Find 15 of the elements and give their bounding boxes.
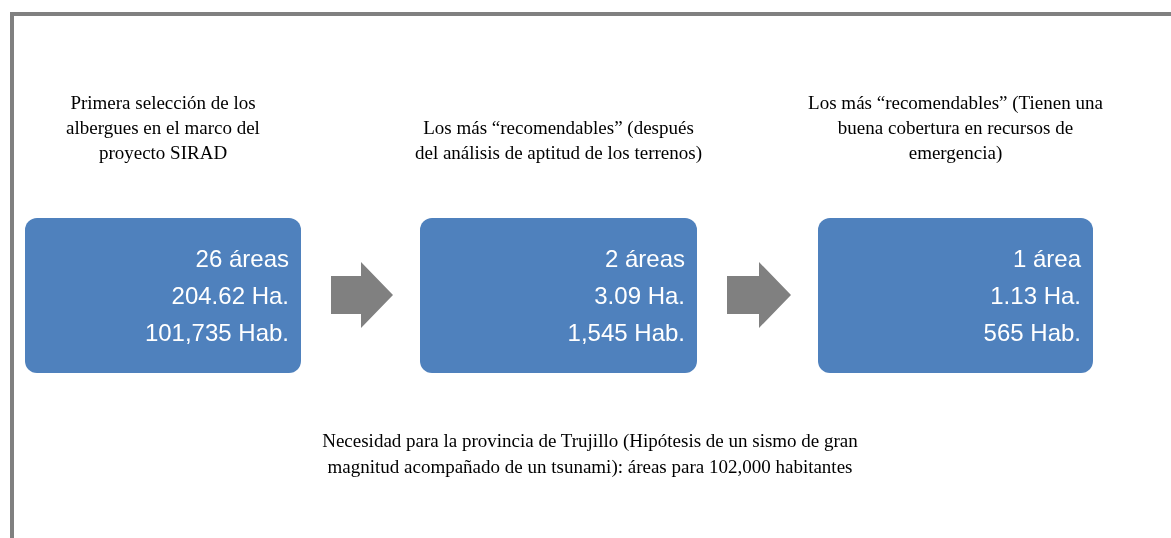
block-arrow [331, 262, 393, 328]
box-text: 565 Hab. [983, 318, 1081, 348]
box-text: 26 áreas [195, 244, 289, 274]
block-arrow [727, 262, 791, 328]
box-text: 204.62 Ha. [171, 281, 289, 311]
box-text: 1.13 Ha. [990, 281, 1081, 311]
note-text: Necesidad para la provincia de Trujillo (Hipótesis de un sismo de gran magnitud acompañado de un tsunami): áreas para 102,000 habitantes [321, 429, 859, 479]
node-heading: Primera selección de los albergues en el marco del proyecto SIRAD [65, 91, 261, 165]
box-text: 1,545 Hab. [567, 318, 685, 348]
box-text: 101,735 Hab. [144, 318, 289, 348]
node-heading: Los más “recomendables” (después del análisis de aptitud de los terrenos) [413, 116, 703, 165]
node-heading: Los más “recomendables” (Tienen una buena cobertura en recursos de emergencia) [807, 91, 1104, 165]
box-text: 2 áreas [604, 244, 685, 274]
box-text: 1 área [1012, 244, 1081, 274]
box-text: 3.09 Ha. [594, 281, 685, 311]
